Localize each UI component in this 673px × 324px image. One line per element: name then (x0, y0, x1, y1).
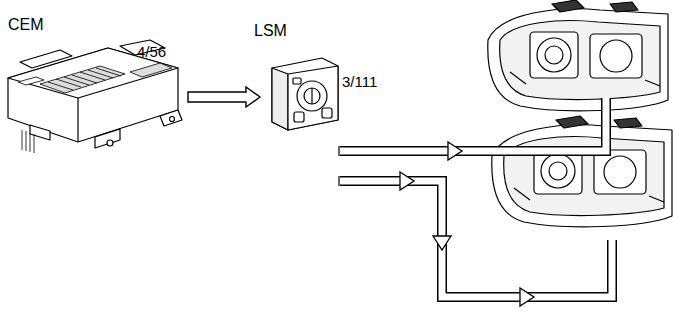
module-node: LSM 3/111 (252, 18, 392, 132)
module-node: CEM 4/56 (4, 10, 187, 142)
signal-arrow (339, 98, 612, 297)
module-name: LSM (254, 22, 287, 40)
callout-number: 4/56 (137, 44, 166, 61)
arrow-outline (188, 87, 260, 107)
arrow-head (400, 142, 534, 306)
callout-number: 3/111 (342, 74, 377, 91)
lsm-module (272, 58, 338, 130)
cem-module (8, 40, 182, 153)
headlamp (488, 0, 668, 111)
signal-arrow (188, 87, 260, 107)
module-name: CEM (8, 16, 44, 34)
